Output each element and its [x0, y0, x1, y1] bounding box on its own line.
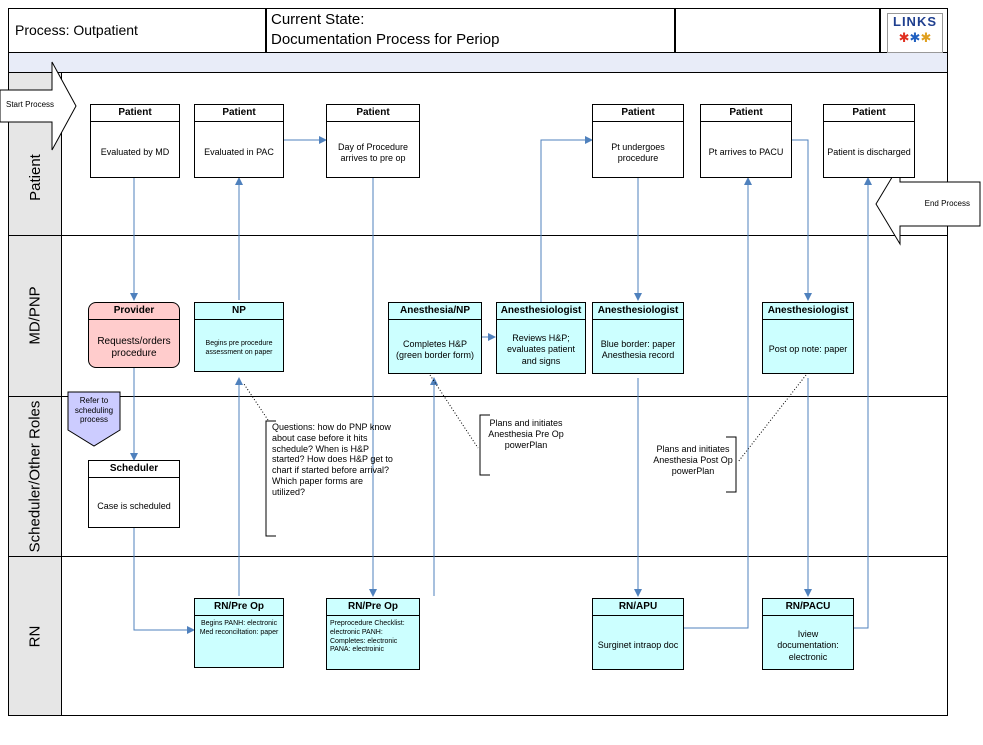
blank-header-cell	[675, 8, 880, 53]
start-process-label: Start Process	[6, 100, 55, 109]
anesthesiologist-record-box: Anesthesiologist Blue border: paper Anes…	[592, 302, 684, 374]
rn-preop-begins-box: RN/Pre Op Begins PANH: electronic Med re…	[194, 598, 284, 668]
refer-scheduling-label: Refer to scheduling process	[74, 396, 114, 425]
patient-arrives-pacu-box: Patient Pt arrives to PACU	[700, 104, 792, 178]
links-logo: LINKS ✱✱✱	[887, 13, 943, 53]
rn-pacu-box: RN/PACU Iview documentation: electronic	[762, 598, 854, 670]
patient-evaluated-pac-box: Patient Evaluated in PAC	[194, 104, 284, 178]
logo-text: LINKS	[893, 14, 937, 29]
title-cell: Current State: Documentation Process for…	[266, 8, 675, 53]
lane-divider	[8, 556, 948, 557]
lane-divider	[8, 396, 948, 397]
title-line1: Current State:	[271, 11, 365, 28]
patient-discharged-box: Patient Patient is discharged	[823, 104, 915, 178]
rn-apu-box: RN/APU Surginet intraop doc	[592, 598, 684, 670]
anesthesiologist-postop-box: Anesthesiologist Post op note: paper	[762, 302, 854, 374]
logo-cell: LINKS ✱✱✱	[880, 8, 948, 53]
end-process-label: End Process	[924, 199, 970, 208]
provider-box: Provider Requests/orders procedure	[88, 302, 180, 368]
questions-note: Questions: how do PNP know about case be…	[272, 422, 393, 497]
patient-undergoes-procedure-box: Patient Pt undergoes procedure	[592, 104, 684, 178]
anesthesia-np-box: Anesthesia/NP Completes H&P (green borde…	[388, 302, 482, 374]
title-line2: Documentation Process for Periop	[271, 31, 500, 48]
rn-preop-checklist-box: RN/Pre Op Preprocedure Checklist: electr…	[326, 598, 420, 670]
patient-evaluated-md-box: Patient Evaluated by MD	[90, 104, 180, 178]
lane-label-column	[8, 73, 62, 716]
patient-day-of-procedure-box: Patient Day of Procedure arrives to pre …	[326, 104, 420, 178]
plans-pre-op-note: Plans and initiates Anesthesia Pre Op po…	[488, 418, 564, 450]
np-document-box: NP Begins pre procedure assessment on pa…	[194, 302, 284, 372]
people-icon: ✱✱✱	[898, 30, 932, 45]
process-label: Process: Outpatient	[15, 22, 138, 38]
scheduler-box: Scheduler Case is scheduled	[88, 460, 180, 528]
anesthesiologist-review-box: Anesthesiologist Reviews H&P; evaluates …	[496, 302, 586, 374]
plans-post-op-note: Plans and initiates Anesthesia Post Op p…	[653, 444, 733, 476]
lane-divider	[8, 235, 948, 236]
process-cell: Process: Outpatient	[8, 8, 266, 53]
